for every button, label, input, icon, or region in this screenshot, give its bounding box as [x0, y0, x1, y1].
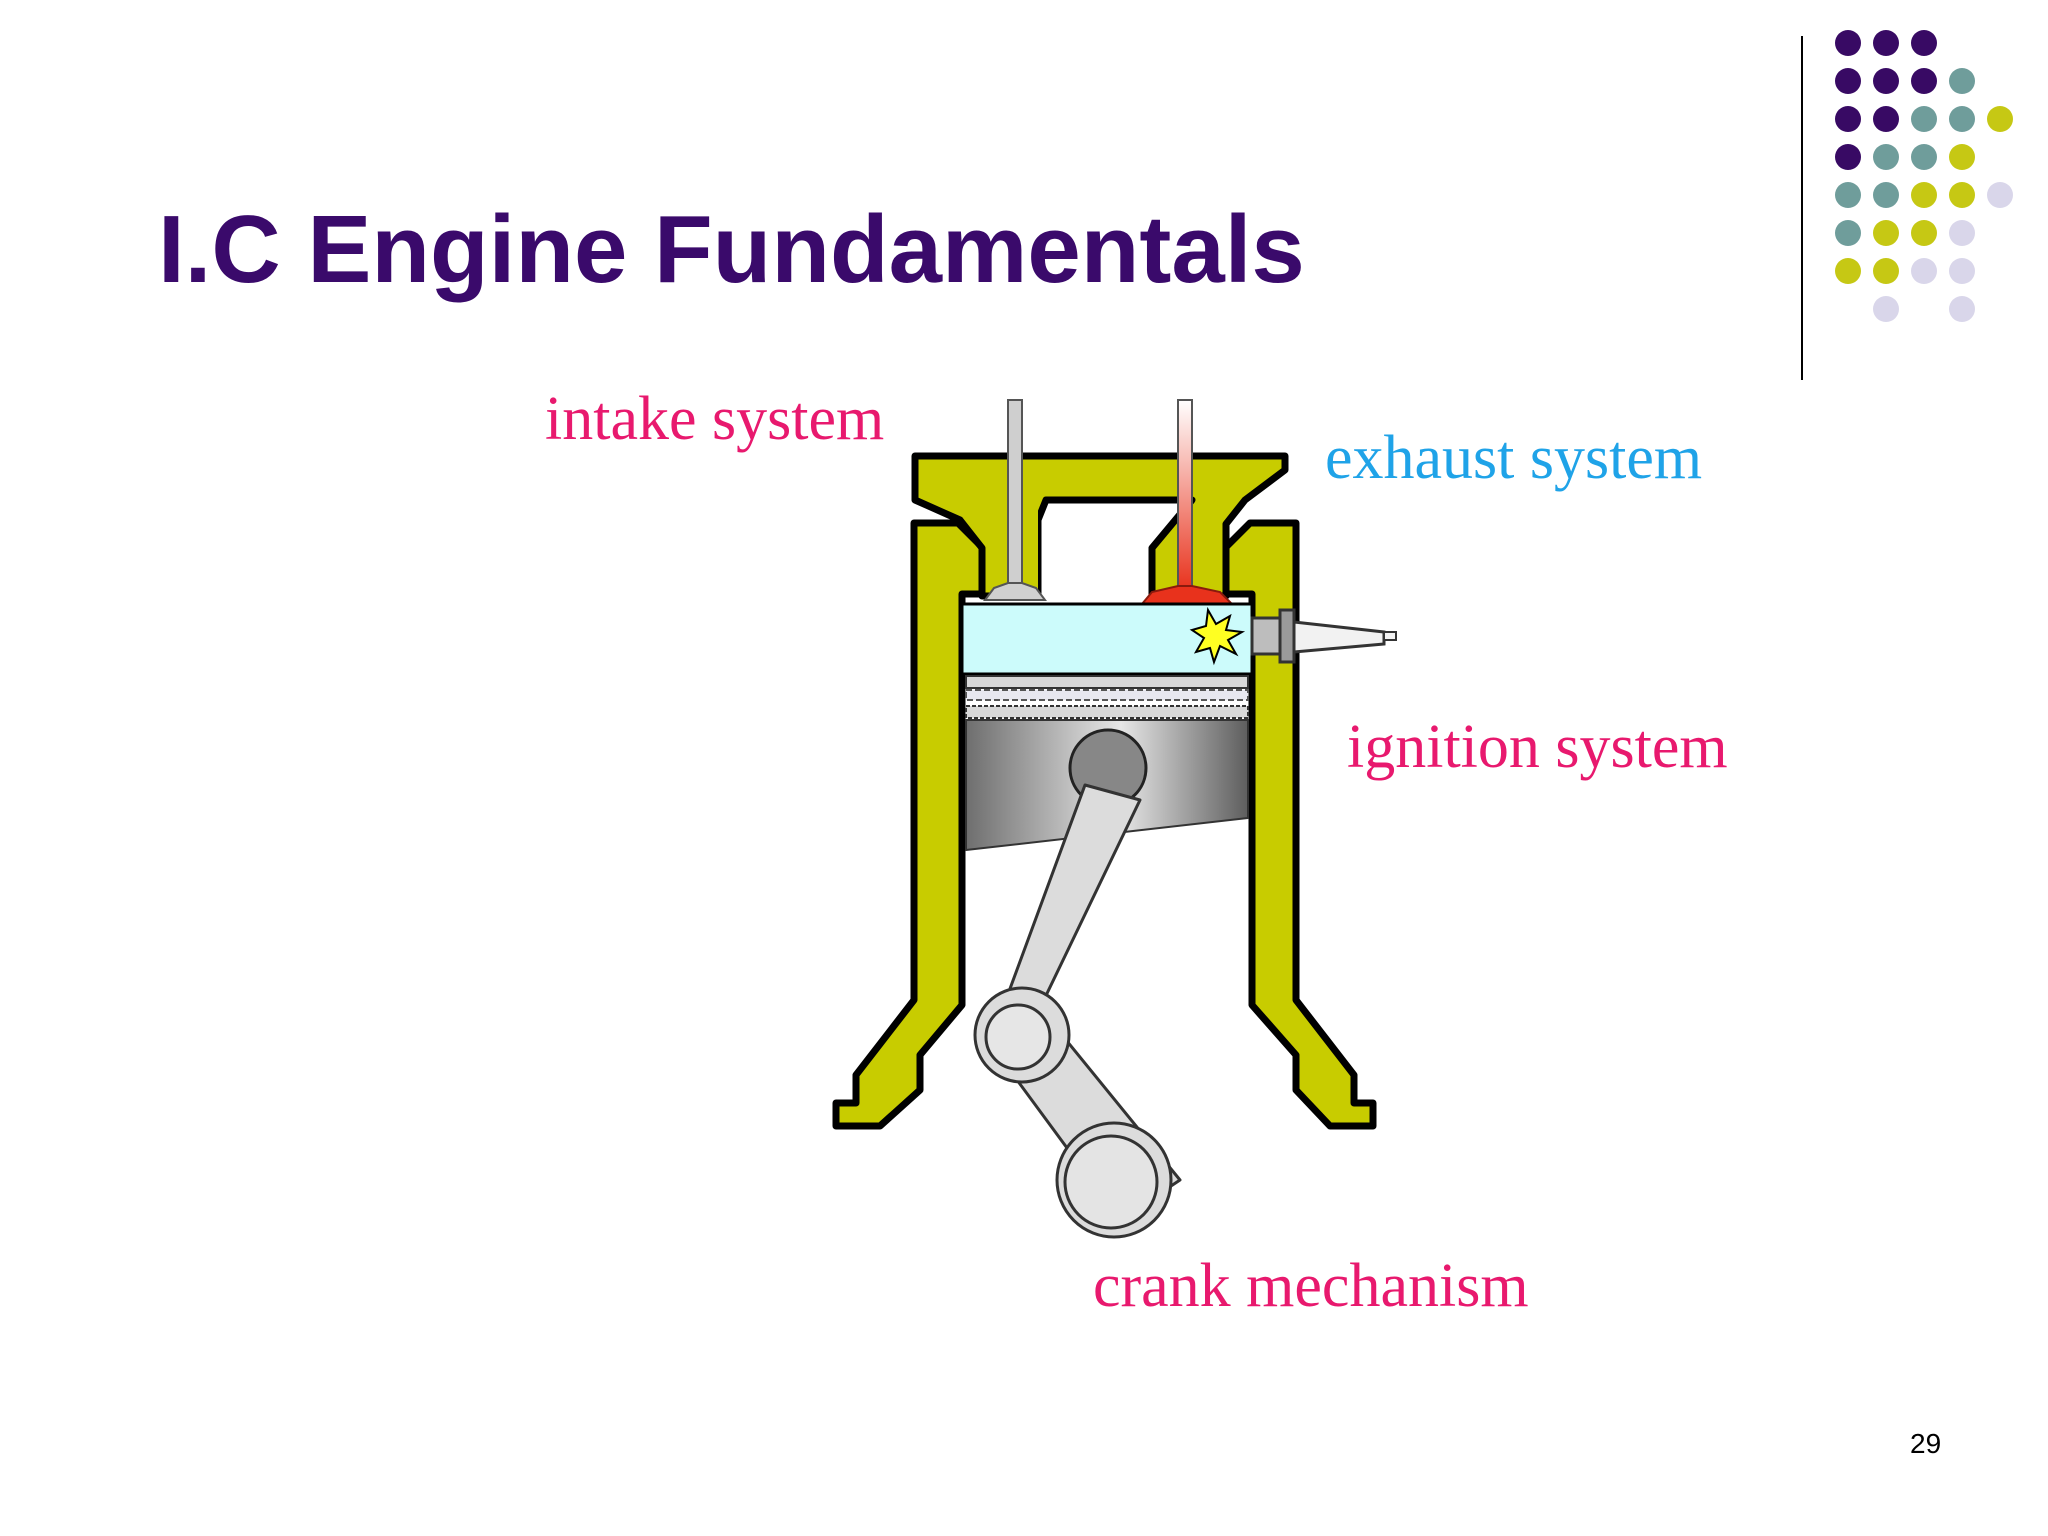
decorative-dot	[1949, 258, 1975, 284]
combustion-chamber	[960, 602, 1254, 676]
spark-plug	[1250, 608, 1397, 664]
intake-valve-stem	[1007, 399, 1023, 591]
page-number: 29	[1910, 1428, 1942, 1459]
piston-ring-middle	[965, 689, 1249, 701]
decorative-dot	[1873, 30, 1899, 56]
decorative-dot	[1873, 258, 1899, 284]
exhaust-system-label: exhaust system	[1325, 424, 1703, 492]
decorative-dot-grid	[1835, 30, 2035, 340]
decorative-divider-line	[1801, 36, 1803, 380]
slide-title: I.C Engine Fundamentals	[158, 196, 1305, 303]
decorative-dot	[1873, 220, 1899, 246]
decorative-dot	[1949, 182, 1975, 208]
decorative-dot	[1949, 220, 1975, 246]
decorative-dot	[1873, 106, 1899, 132]
decorative-dot	[1835, 182, 1861, 208]
decorative-dot	[1911, 68, 1937, 94]
decorative-dot	[1835, 68, 1861, 94]
spark-flash	[1189, 606, 1246, 666]
decorative-dot	[1949, 144, 1975, 170]
decorative-dot	[1835, 144, 1861, 170]
intake-valve-head	[983, 582, 1047, 601]
rod-big-end-inner	[984, 1003, 1052, 1071]
cylinder-wall-left	[832, 519, 986, 1130]
decorative-dot	[1911, 30, 1937, 56]
decorative-dot	[1949, 106, 1975, 132]
decorative-dot	[1911, 144, 1937, 170]
engine-cutaway-diagram	[832, 399, 1397, 1239]
decorative-dot	[1873, 68, 1899, 94]
decorative-dot	[1911, 220, 1937, 246]
decorative-dot	[1949, 68, 1975, 94]
crank-mechanism-label: crank mechanism	[1093, 1252, 1529, 1320]
decorative-dot	[1835, 220, 1861, 246]
decorative-dot	[1911, 182, 1937, 208]
ignition-system-label: ignition system	[1347, 713, 1728, 781]
crank-wheel-inner	[1063, 1134, 1159, 1230]
exhaust-valve-stem	[1177, 399, 1193, 591]
piston-ring-top	[965, 675, 1249, 689]
intake-system-label: intake system	[545, 385, 885, 453]
decorative-dot	[1911, 258, 1937, 284]
decorative-dot	[1949, 296, 1975, 322]
decorative-dot	[1835, 258, 1861, 284]
decorative-dot	[1987, 182, 2013, 208]
decorative-dot	[1835, 30, 1861, 56]
decorative-dot	[1911, 106, 1937, 132]
decorative-dot	[1987, 106, 2013, 132]
decorative-dot	[1835, 106, 1861, 132]
decorative-dot	[1873, 144, 1899, 170]
decorative-dot	[1873, 296, 1899, 322]
decorative-dot	[1873, 182, 1899, 208]
piston-ring-bottom	[965, 705, 1249, 719]
